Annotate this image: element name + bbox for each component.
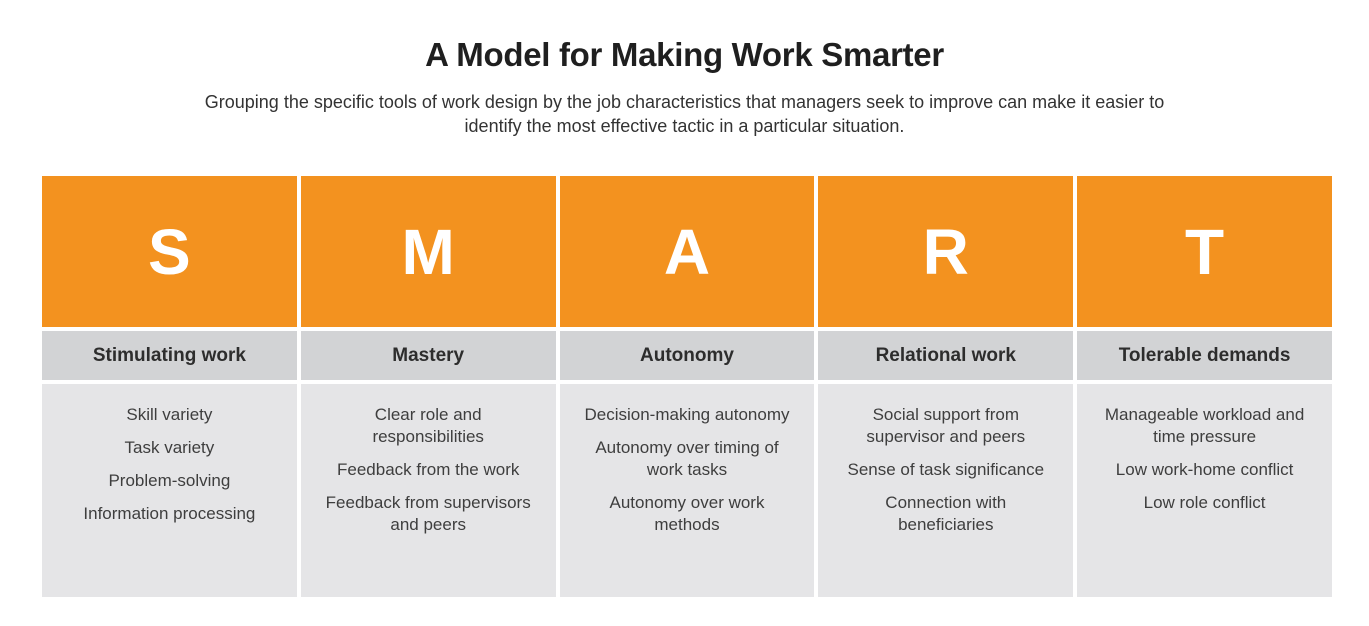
list-item: Autonomy over timing of work tasks — [595, 438, 779, 480]
list-item: Autonomy over work methods — [609, 493, 765, 535]
smart-letter-cell: A — [559, 176, 815, 327]
list-item: Information processing — [83, 504, 256, 524]
list-item: Manageable workload and time pressure — [1104, 405, 1305, 447]
list-item: Feedback from supervisors and peers — [325, 493, 531, 535]
list-item: Clear role and responsibilities — [372, 405, 484, 447]
smart-letter: S — [148, 215, 191, 288]
list-item: Social support from supervisor and peers — [866, 405, 1026, 447]
category-cell: Autonomy — [559, 331, 815, 380]
list-item: Connection with beneficiaries — [885, 493, 1007, 535]
page-subtitle: Grouping the specific tools of work desi… — [204, 92, 1165, 137]
smart-letter: A — [663, 215, 711, 288]
list-item: Sense of task significance — [847, 460, 1045, 480]
items-cell: Social support from supervisor and peers… — [818, 384, 1074, 597]
smart-letter: R — [922, 215, 969, 288]
list-item: Task variety — [124, 438, 215, 458]
category-cell: Relational work — [818, 331, 1074, 380]
list-item: Low role conflict — [1143, 493, 1266, 513]
smart-letter-cell: R — [818, 176, 1074, 327]
smart-letter: M — [401, 215, 455, 288]
category-cell: Stimulating work — [42, 331, 297, 380]
list-item: Skill variety — [126, 405, 213, 424]
smart-letter-cell: M — [300, 176, 556, 327]
smart-letter-cell: T — [1077, 176, 1332, 327]
smart-letter: T — [1185, 215, 1225, 288]
category-cell: Mastery — [300, 331, 556, 380]
smart-letter-cell: S — [42, 176, 297, 327]
list-item: Problem-solving — [108, 471, 231, 491]
page-title: A Model for Making Work Smarter — [425, 36, 944, 73]
list-item: Decision-making autonomy — [584, 405, 790, 424]
list-item: Low work-home conflict — [1115, 460, 1294, 480]
category-cell: Tolerable demands — [1077, 331, 1332, 380]
list-item: Feedback from the work — [337, 460, 520, 480]
